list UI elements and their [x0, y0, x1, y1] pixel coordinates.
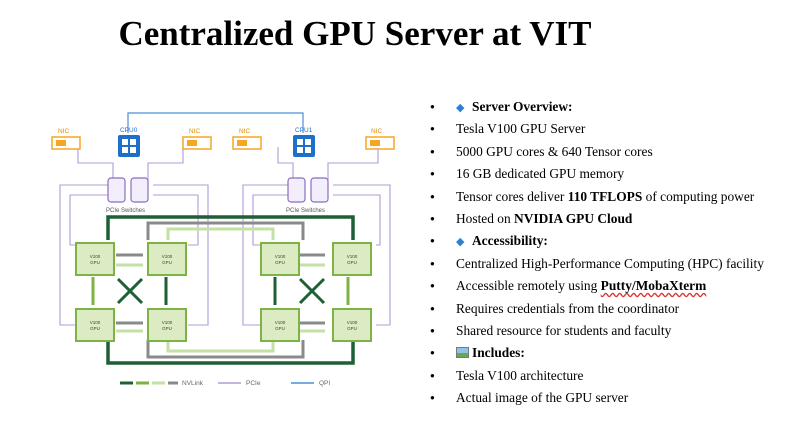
- cpu0-label: CPU0: [120, 127, 138, 134]
- bullet-item: ● Requires credentials from the coordinat…: [428, 298, 798, 320]
- bullet-text: Requires credentials from the coordinato…: [456, 300, 680, 316]
- diamond-icon: ◆: [456, 236, 465, 249]
- bullet-text: 16 GB dedicated GPU memory: [456, 166, 625, 182]
- gpu-label: V100: [90, 320, 101, 325]
- bullet-text: Tensor cores deliver: [456, 188, 568, 204]
- bullet-text: Hosted on: [456, 210, 515, 226]
- bullet-dot-icon: ●: [430, 191, 435, 201]
- bullet-text: Shared resource for students and faculty: [456, 322, 672, 338]
- gpu-label: GPU: [347, 260, 357, 265]
- bullet-dot-icon: ●: [430, 236, 435, 246]
- bullet-dot-icon: ●: [430, 281, 435, 291]
- bullet-dot-icon: ●: [430, 370, 435, 380]
- gpu-label: GPU: [275, 260, 285, 265]
- legend-nvlink: NVLink: [182, 380, 204, 387]
- bullet-text: Includes:: [472, 345, 525, 361]
- bullet-item: ● Tesla V100 GPU Server: [428, 118, 798, 140]
- picture-icon: [456, 347, 469, 359]
- cpu-chip-icons: [118, 135, 315, 157]
- bullet-item: ● Tesla V100 architecture: [428, 365, 798, 387]
- gpu-label: GPU: [275, 326, 285, 331]
- bullet-text: Accessibility:: [472, 233, 548, 249]
- bullet-dot-icon: ●: [430, 169, 435, 179]
- bullet-text: Accessible remotely using: [456, 278, 601, 294]
- bullet-text: Centralized High-Performance Computing (…: [456, 255, 764, 271]
- nic-label: NIC: [58, 128, 70, 135]
- bullet-text: 110 TFLOPS: [567, 188, 643, 204]
- gpu-label: V100: [162, 320, 173, 325]
- bullet-text: of computing power: [642, 188, 755, 204]
- pcie-switches-label: PCIe Switches: [106, 208, 145, 214]
- bullet-item: ● 5000 GPU cores & 640 Tensor cores: [428, 141, 798, 163]
- gpu-label: GPU: [90, 260, 100, 265]
- diamond-icon: ◆: [456, 102, 465, 114]
- bullet-list: ● ◆ Server Overview: ● Tesla V100 GPU Server…: [428, 96, 798, 409]
- nic-card-icons: [51, 136, 395, 150]
- bullet-text: Putty/MobaXterm: [600, 278, 707, 294]
- gpu-chip-icons: [75, 242, 372, 342]
- gpu-label: GPU: [347, 326, 357, 331]
- nic-label: NIC: [371, 128, 383, 135]
- gpu-label: GPU: [162, 326, 172, 331]
- bullet-dot-icon: ●: [430, 124, 435, 134]
- gpu-architecture-diagram: NIC NIC NIC NIC CPU0 CPU1 PCIe Switches …: [51, 112, 395, 387]
- gpu-label: V100: [347, 320, 358, 325]
- gpu-label: V100: [162, 254, 173, 259]
- gpu-label: GPU: [162, 260, 172, 265]
- bullet-dot-icon: ●: [430, 258, 435, 268]
- bullet-item: ● 16 GB dedicated GPU memory: [428, 163, 798, 185]
- bullet-item: ● Accessible remotely using Putty/MobaXte…: [428, 275, 798, 297]
- legend-pcie: PCIe: [246, 380, 261, 387]
- bullet-item: ● ◆ Accessibility:: [428, 230, 798, 252]
- qpi-link: [127, 112, 304, 133]
- bullet-item: ● Hosted on NVIDIA GPU Cloud: [428, 208, 798, 230]
- bullet-dot-icon: ●: [430, 303, 435, 313]
- nic-label: NIC: [189, 128, 201, 135]
- bullet-item: ● Includes:: [428, 342, 798, 364]
- bullet-text: Server Overview:: [472, 99, 573, 114]
- pcie-switch-icons: [107, 177, 329, 203]
- bullet-text: Tesla V100 architecture: [456, 367, 584, 383]
- bullet-dot-icon: ●: [430, 348, 435, 358]
- bullet-text: NVIDIA GPU Cloud: [514, 210, 633, 226]
- bullet-text: 5000 GPU cores & 640 Tensor cores: [456, 143, 653, 159]
- gpu-label: V100: [347, 254, 358, 259]
- nic-label: NIC: [239, 128, 251, 135]
- bullet-item: ● ◆ Server Overview:: [428, 96, 798, 118]
- bullet-item: ● Actual image of the GPU server: [428, 387, 798, 409]
- bullet-item: ● Tensor cores deliver 110 TFLOPS of comp…: [428, 186, 798, 208]
- bullet-item: ● Shared resource for students and facult…: [428, 320, 798, 342]
- bullet-item: ● Centralized High-Performance Computing …: [428, 253, 798, 275]
- bullet-dot-icon: ●: [430, 213, 435, 223]
- bullet-dot-icon: ●: [430, 393, 435, 403]
- gpu-label: V100: [275, 320, 286, 325]
- pcie-switches-label: PCIe Switches: [286, 208, 325, 214]
- bullet-text: Actual image of the GPU server: [456, 390, 629, 406]
- gpu-label: V100: [90, 254, 101, 259]
- bullet-dot-icon: ●: [430, 325, 435, 335]
- slide-title: Centralized GPU Server at VIT: [118, 14, 592, 53]
- bullet-dot-icon: ●: [430, 146, 435, 156]
- gpu-label: GPU: [90, 326, 100, 331]
- gpu-label: V100: [275, 254, 286, 259]
- bullet-text: Tesla V100 GPU Server: [456, 121, 586, 137]
- cpu1-label: CPU1: [295, 127, 313, 134]
- legend-qpi: QPI: [319, 380, 330, 387]
- bullet-dot-icon: ●: [430, 102, 435, 111]
